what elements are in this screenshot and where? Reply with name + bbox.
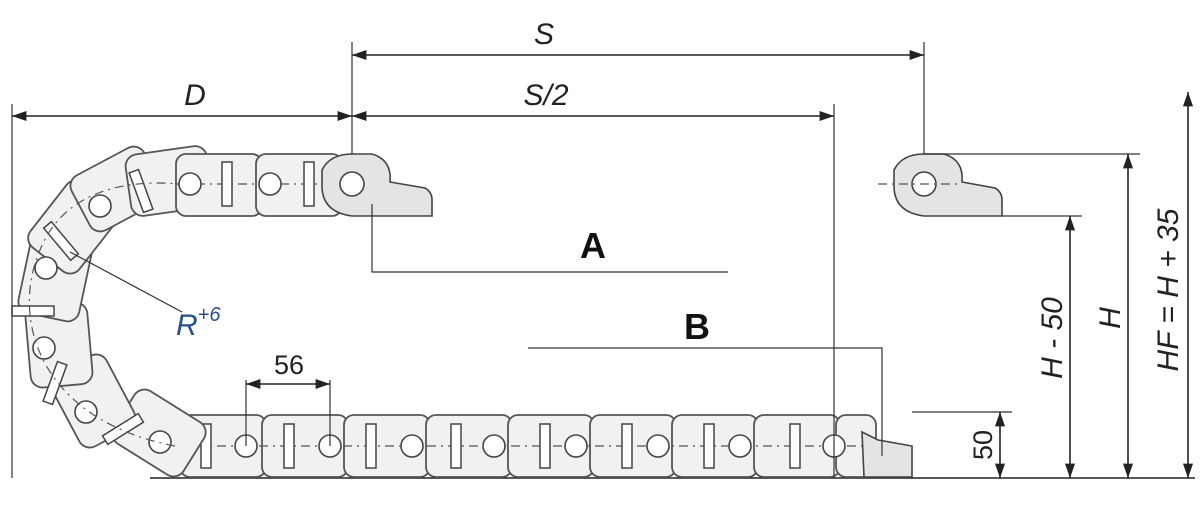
bend-radius-label: R+6 bbox=[176, 304, 221, 342]
link-height-label: 50 bbox=[968, 430, 998, 460]
height-label: H bbox=[1094, 307, 1127, 329]
fixed-point-label: A bbox=[580, 225, 606, 266]
height-minus-label: H - 50 bbox=[1036, 297, 1069, 379]
stroke-label: S bbox=[534, 18, 554, 51]
lower-pins bbox=[200, 423, 846, 469]
half-stroke-label: S/2 bbox=[523, 79, 568, 112]
moving-end-leader bbox=[528, 347, 883, 456]
full-height-label: HF = H + 35 bbox=[1152, 208, 1185, 371]
moving-end-label: B bbox=[684, 306, 710, 347]
chain-upper-run bbox=[175, 153, 385, 217]
fixed-end-bracket-left bbox=[321, 153, 433, 217]
fixed-end-bracket-right bbox=[878, 153, 1003, 217]
pitch-label: 56 bbox=[274, 350, 304, 380]
radius-symbol: R bbox=[176, 309, 198, 342]
radius-tolerance: +6 bbox=[198, 304, 222, 326]
moving-end-bracket bbox=[861, 430, 913, 478]
chain-lower-run bbox=[175, 414, 905, 478]
depth-label: D bbox=[184, 79, 206, 112]
fixed-point-leader bbox=[371, 204, 728, 273]
radius-leader bbox=[69, 251, 183, 313]
